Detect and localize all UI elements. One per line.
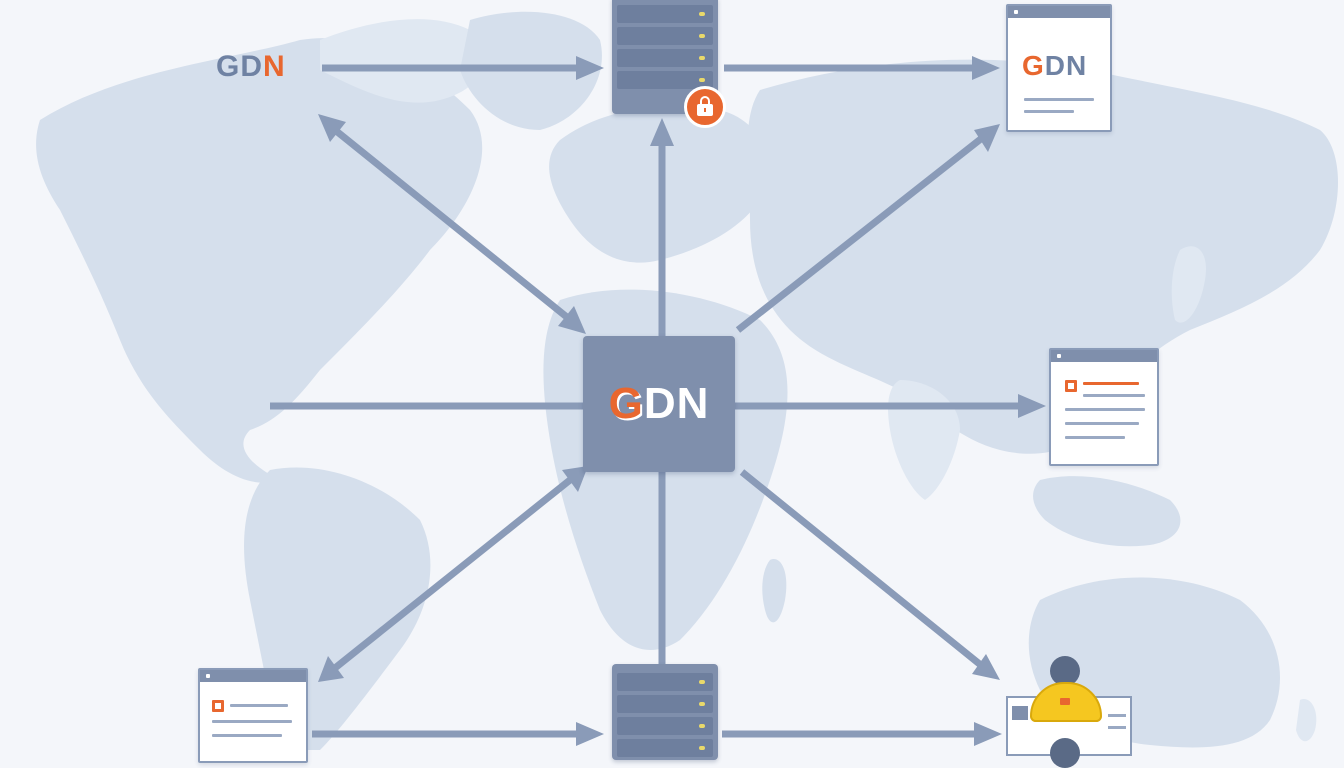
user-head — [1050, 656, 1080, 686]
world-map-diagram — [36, 11, 1338, 750]
central-gdn-hub: GDN — [583, 336, 735, 472]
user-icon — [1006, 656, 1136, 768]
top-left-gdn-logo: GDN — [216, 50, 286, 83]
world-map — [36, 11, 1338, 750]
right-document-icon — [1049, 348, 1159, 466]
content-icon — [1065, 380, 1077, 392]
user-body — [1030, 682, 1102, 722]
second-user-head — [1050, 738, 1080, 768]
hub-gdn-logo: GDN — [608, 379, 710, 428]
lock-icon — [684, 86, 726, 128]
connection-arrows — [270, 56, 1046, 746]
bottom-left-document-icon — [198, 668, 308, 763]
top-right-document-icon: GDN — [1006, 4, 1112, 132]
content-icon — [212, 700, 224, 712]
bottom-server-icon — [612, 664, 718, 760]
top-right-doc-logo: GDN — [1022, 50, 1088, 81]
